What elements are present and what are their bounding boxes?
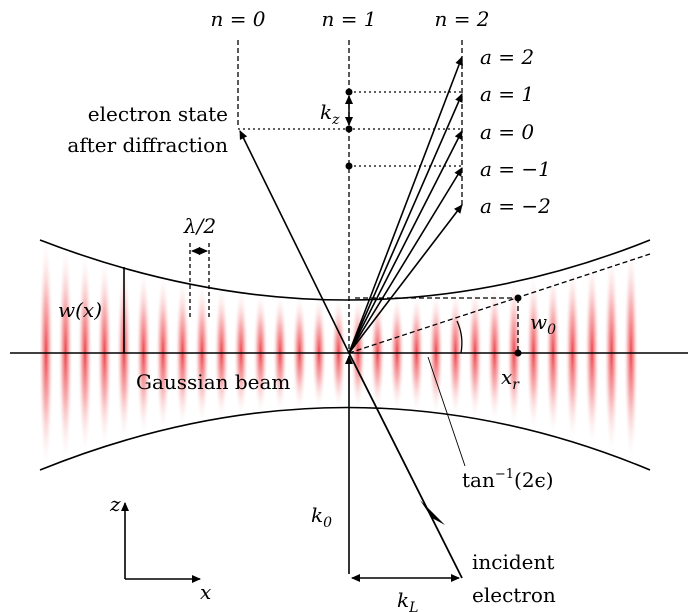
beam-envelope-top bbox=[39, 239, 651, 301]
label-waist: w(x) bbox=[58, 298, 102, 322]
arrow-a2 bbox=[348, 56, 463, 354]
label-xr: xr bbox=[501, 365, 520, 393]
divergence-line bbox=[348, 253, 651, 354]
label-a0: a = 0 bbox=[480, 120, 534, 144]
label-a1: a = 1 bbox=[480, 82, 534, 106]
xr-dot bbox=[514, 349, 522, 357]
label-k0: k0 bbox=[311, 503, 332, 531]
dot-upper bbox=[345, 88, 353, 96]
label-n2: n = 2 bbox=[434, 7, 489, 31]
label-state-line1: electron state bbox=[88, 102, 228, 126]
dot-middle bbox=[345, 125, 353, 133]
axis-x-label: x bbox=[200, 580, 211, 604]
label-n0: n = 0 bbox=[210, 7, 265, 31]
angle-arc bbox=[456, 320, 463, 354]
label-kz: kz bbox=[320, 100, 340, 128]
label-a2: a = 2 bbox=[480, 45, 534, 69]
label-am1: a = −1 bbox=[480, 157, 551, 181]
label-state-line2: after diffraction bbox=[67, 133, 228, 157]
coordinate-axes-icon bbox=[121, 502, 201, 583]
dot-lower bbox=[345, 162, 353, 170]
label-incident-line1: incident bbox=[472, 550, 554, 574]
arrow-am1 bbox=[348, 167, 463, 354]
label-tan: tan−1(2ϵ) bbox=[462, 467, 554, 492]
beam-envelope-bottom bbox=[39, 406, 651, 471]
label-am2: a = −2 bbox=[480, 194, 551, 218]
arrow-am2 bbox=[348, 204, 463, 354]
label-w0: w0 bbox=[530, 310, 556, 338]
incident-arrowhead bbox=[420, 500, 445, 525]
tan-leader bbox=[427, 356, 466, 467]
label-lambda: λ/2 bbox=[183, 214, 216, 238]
arrow-n0 bbox=[239, 130, 350, 354]
label-beam: Gaussian beam bbox=[136, 370, 290, 394]
label-kL: kL bbox=[397, 588, 418, 612]
axis-z-label: z bbox=[109, 492, 121, 516]
label-incident-line2: electron bbox=[472, 583, 556, 607]
arrow-a0 bbox=[348, 130, 463, 354]
arrow-a1 bbox=[348, 93, 463, 354]
label-n1: n = 1 bbox=[321, 7, 376, 31]
incident-electron-line bbox=[348, 352, 463, 579]
w0-dot bbox=[514, 294, 522, 302]
